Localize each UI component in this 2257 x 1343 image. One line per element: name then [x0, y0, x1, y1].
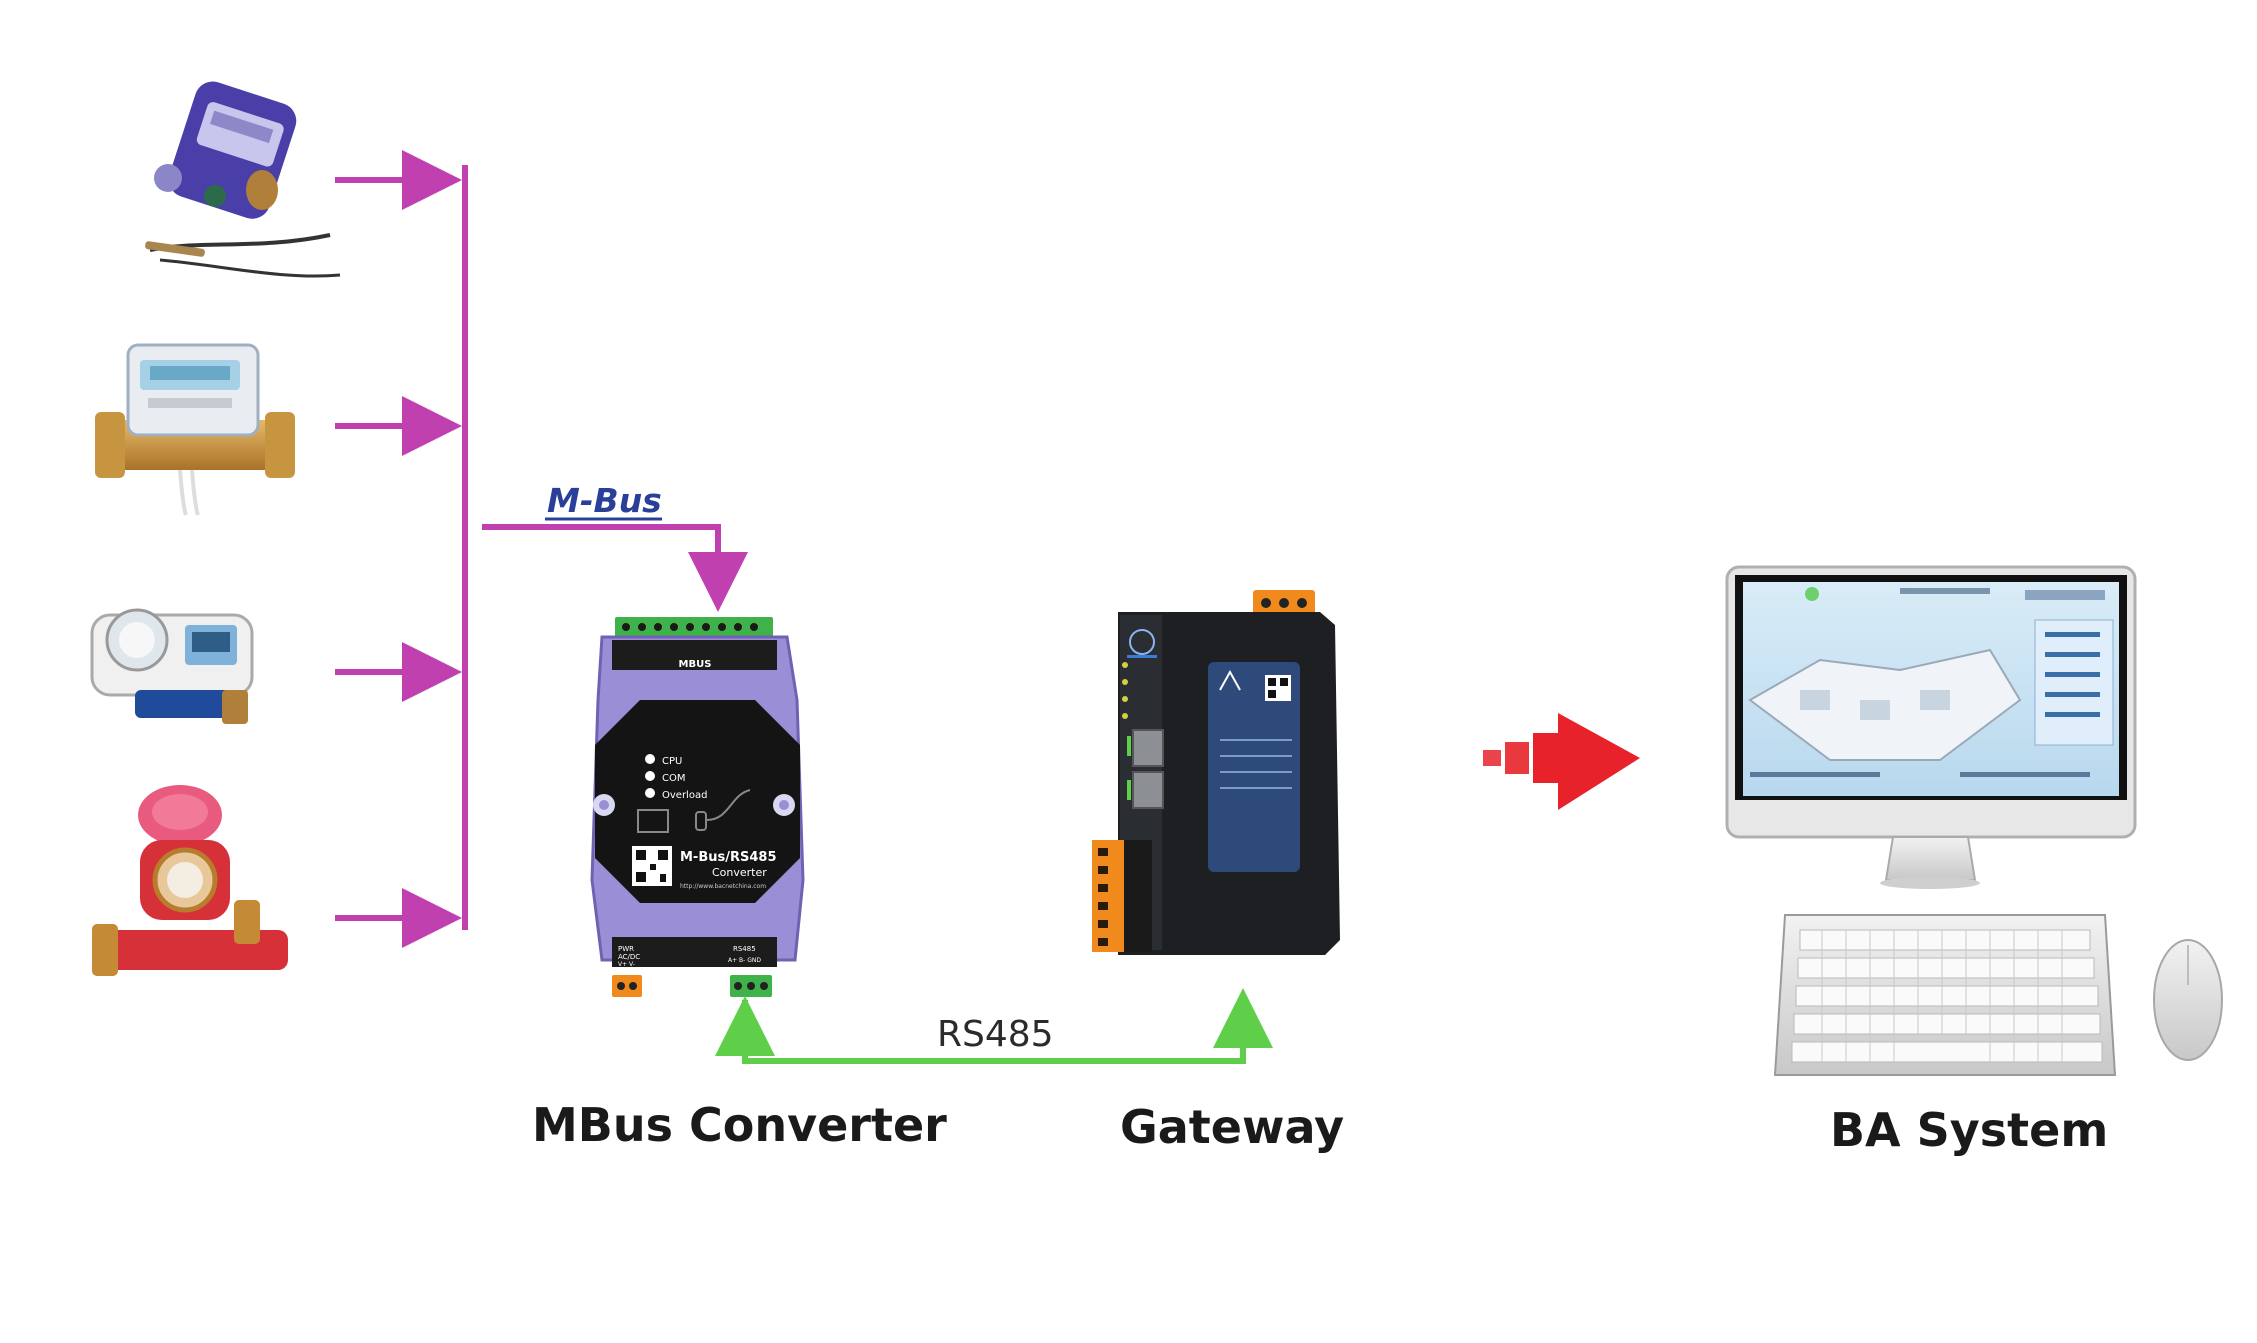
converter-qr-code-icon — [632, 846, 672, 886]
mbus-converter-device-icon: MBUS CPU COM Overload M-Bus/RS485 Conver… — [590, 617, 805, 997]
rs485-label: RS485 — [937, 1014, 1054, 1055]
gateway-side-terminals — [1092, 840, 1124, 952]
ba-system-label: BA System — [1830, 1103, 2109, 1157]
mbus-converter-label: MBus Converter — [532, 1098, 947, 1152]
converter-power-pins: V+ V- — [618, 961, 635, 968]
ultrasonic-heat-meter-icon — [145, 81, 341, 278]
converter-power-label: PWR — [618, 945, 634, 953]
mbus-bus-lines — [335, 150, 748, 948]
led-cpu-label: CPU — [662, 756, 682, 767]
converter-rs485-label: RS485 — [733, 945, 756, 953]
red-water-meter-icon — [92, 785, 288, 976]
prepaid-water-meter-icon — [90, 608, 254, 724]
svg-text:AC/DC: AC/DC — [618, 953, 640, 961]
mbus-arrow-to-converter — [482, 524, 748, 612]
brass-heat-meter-icon — [95, 343, 295, 516]
converter-product-sub: Converter — [712, 866, 767, 879]
red-arrow-icon — [1483, 713, 1640, 810]
converter-product-name: M-Bus/RS485 — [680, 850, 777, 865]
led-com-label: COM — [662, 773, 685, 784]
gateway-label: Gateway — [1120, 1100, 1345, 1154]
mouse-icon — [2153, 939, 2223, 1061]
mbus-logo-text: M-Bus — [547, 481, 662, 520]
converter-power-terminal — [612, 975, 642, 997]
converter-port-label: MBUS — [679, 659, 712, 670]
converter-website: http://www.bacnetchina.com — [680, 883, 766, 890]
led-overload-label: Overload — [662, 790, 707, 801]
computer-monitor-icon — [1725, 565, 2137, 889]
converter-rs485-pins: A+ B- GND — [728, 957, 761, 964]
rs485-connection-line — [715, 988, 1273, 1064]
gateway-device-icon — [1092, 590, 1340, 955]
keyboard-icon — [1773, 914, 2117, 1076]
